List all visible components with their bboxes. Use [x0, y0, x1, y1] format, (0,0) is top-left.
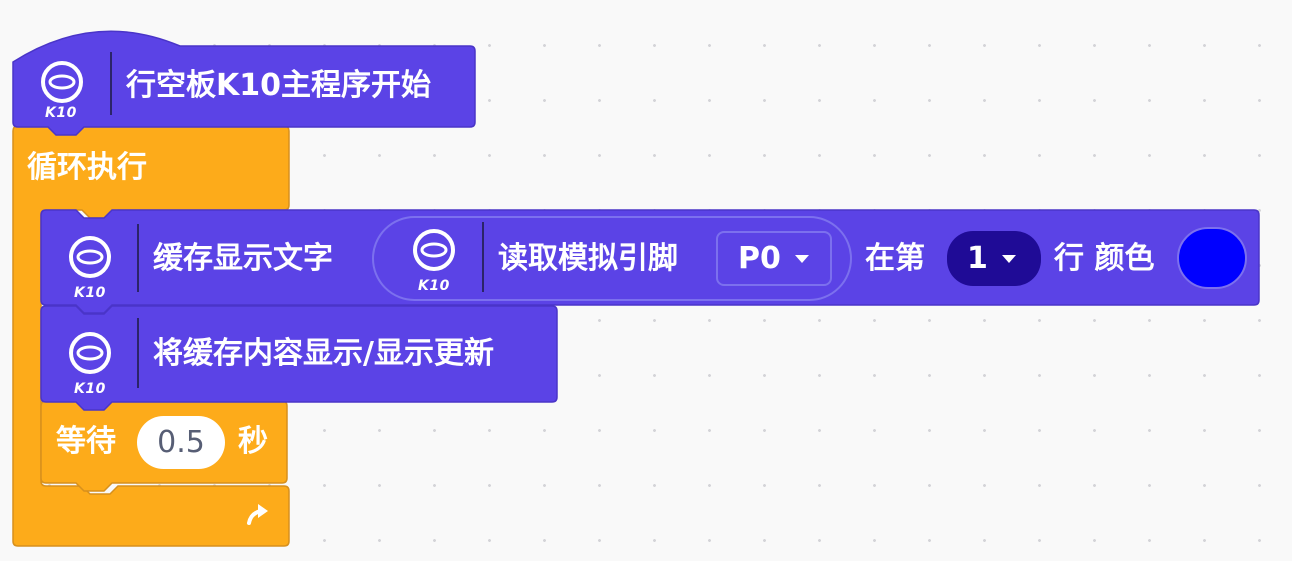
- read-analog-pin-label: 读取模拟引脚: [498, 241, 678, 276]
- k10-board-icon: [69, 332, 111, 374]
- repeat-arrow-icon: [243, 499, 273, 534]
- separator: [482, 222, 484, 292]
- k10-badge: K10: [45, 105, 77, 121]
- display-update-block[interactable]: [40, 305, 558, 411]
- separator: [110, 52, 112, 115]
- color-picker[interactable]: [1177, 227, 1247, 289]
- wait-label: 等待: [56, 424, 116, 459]
- pin-dropdown-value: P0: [738, 241, 781, 276]
- row-prefix-label: 在第: [865, 241, 925, 276]
- separator: [137, 318, 139, 388]
- k10-badge: K10: [74, 381, 106, 397]
- k10-board-icon: [69, 236, 111, 278]
- read-analog-reporter[interactable]: [372, 216, 852, 301]
- pin-dropdown[interactable]: P0: [716, 231, 832, 286]
- hat-block-label: 行空板K10主程序开始: [126, 68, 431, 103]
- cache-text-label: 缓存显示文字: [153, 241, 333, 276]
- row-color-label: 行 颜色: [1054, 241, 1155, 276]
- seconds-unit-label: 秒: [238, 424, 268, 459]
- wait-seconds-input[interactable]: 0.5: [137, 416, 225, 469]
- forever-block-label: 循环执行: [27, 150, 147, 185]
- display-update-label: 将缓存内容显示/显示更新: [153, 336, 494, 371]
- chevron-down-icon: [794, 254, 809, 263]
- chevron-down-icon: [1001, 254, 1016, 263]
- separator: [137, 224, 139, 292]
- k10-badge: K10: [418, 278, 450, 294]
- k10-badge: K10: [74, 285, 106, 301]
- row-dropdown[interactable]: 1: [947, 231, 1041, 286]
- row-dropdown-value: 1: [967, 241, 988, 276]
- k10-board-icon: [413, 229, 455, 271]
- k10-board-icon: [41, 61, 83, 103]
- k10-start-hat-block[interactable]: [12, 30, 476, 136]
